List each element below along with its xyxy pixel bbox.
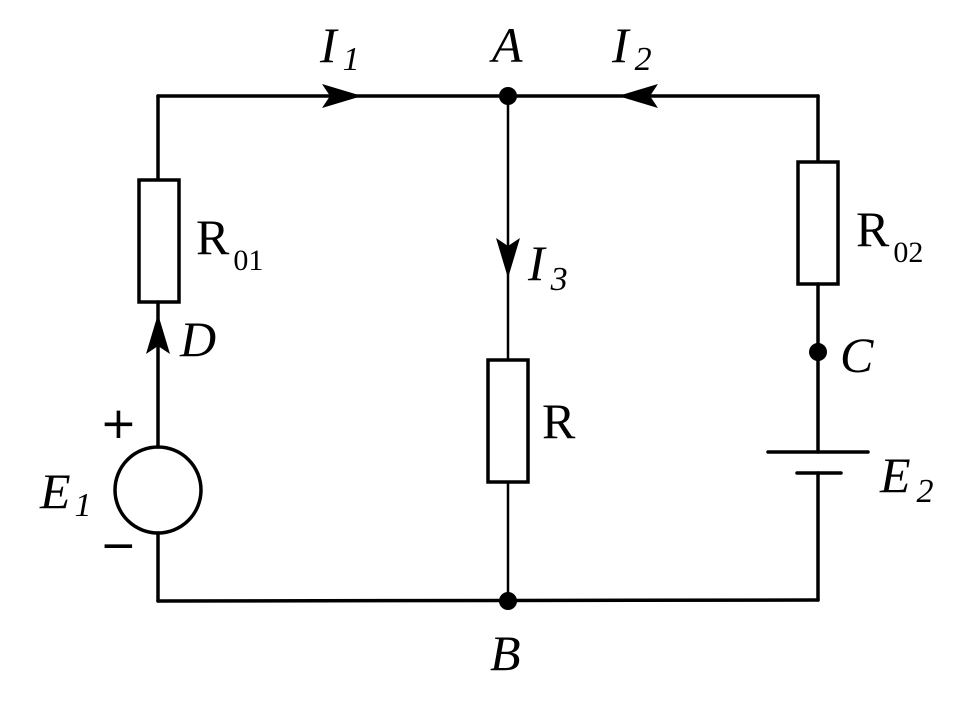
resistor-r02 [796,160,840,286]
i3-arrow-icon [496,238,520,278]
r-label: R [542,393,576,449]
node-b-label: B [490,625,521,681]
node-d-label: D [179,311,216,367]
node-c-dot [809,343,827,361]
node-a-label: A [489,17,523,73]
d-arrow-icon [146,314,170,354]
resistor-r [486,358,530,484]
e1-plus-sign: + [100,398,137,449]
node-c-label: C [840,327,874,383]
resistor-r01 [137,178,181,304]
e1-minus-sign: − [100,520,137,571]
node-b-dot [499,592,517,610]
i1-arrow-icon [322,84,362,108]
i2-arrow-icon [618,84,658,108]
node-a-dot [499,87,517,105]
bottom-wire [156,598,820,603]
